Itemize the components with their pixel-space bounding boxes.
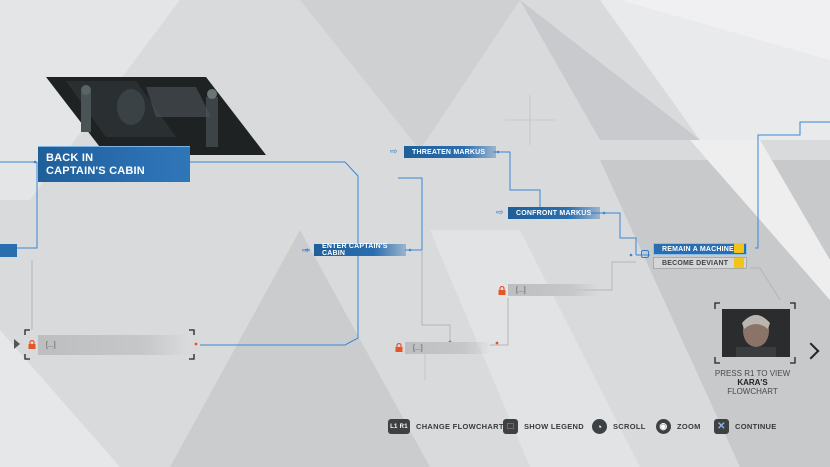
control-label: CHANGE FLOWCHART	[416, 422, 504, 431]
lock-icon	[28, 340, 36, 349]
node-back-in-captains-cabin[interactable]: BACK IN CAPTAIN'S CABIN	[38, 146, 190, 182]
prompt-line3: FLOWCHART	[727, 387, 778, 396]
unlock-badge-icon	[734, 258, 744, 268]
node-remain-a-machine[interactable]: REMAIN A MACHINE	[653, 243, 747, 255]
kara-portrait-image	[722, 309, 790, 357]
control-label: ZOOM	[677, 422, 701, 431]
left-stick-icon: ◔	[592, 419, 607, 434]
square-button-icon: □	[503, 419, 518, 434]
prompt-line1: PRESS R1 TO VIEW	[714, 369, 791, 378]
arrow-right-icon: ⇨	[496, 207, 504, 217]
locked-node-middle[interactable]: [...]	[508, 284, 598, 296]
right-stick-icon: ◉	[656, 419, 671, 434]
control-show-legend[interactable]: □ SHOW LEGEND	[503, 419, 584, 434]
control-zoom[interactable]: ◉ ZOOM	[656, 419, 701, 434]
node-label: ENTER CAPTAIN'S CABIN	[322, 243, 388, 257]
arrow-right-icon: ⇨	[390, 146, 398, 156]
locked-label: [...]	[413, 344, 423, 352]
node-label: BACK IN CAPTAIN'S CABIN	[46, 151, 145, 177]
control-label: SHOW LEGEND	[524, 422, 584, 431]
control-change-flowchart[interactable]: L1 R1 CHANGE FLOWCHART	[388, 419, 504, 434]
lock-icon	[498, 286, 506, 295]
node-threaten-markus[interactable]: THREATEN MARKUS	[404, 146, 496, 158]
control-continue[interactable]: ✕ CONTINUE	[714, 419, 777, 434]
locked-node-bottom[interactable]: [...]	[405, 342, 490, 354]
arrow-right-icon: ⇨	[302, 245, 310, 255]
control-label: SCROLL	[613, 422, 646, 431]
choice-icon	[641, 250, 649, 258]
cross-button-icon: ✕	[714, 419, 729, 434]
node-label: BECOME DEVIANT	[662, 259, 729, 267]
lock-icon	[395, 343, 403, 352]
chapter-thumbnail-image	[46, 77, 266, 155]
unlock-badge-icon	[734, 243, 744, 253]
node-label: REMAIN A MACHINE	[662, 245, 734, 253]
control-label: CONTINUE	[735, 422, 777, 431]
play-arrow-icon	[14, 339, 20, 349]
node-label: THREATEN MARKUS	[412, 148, 486, 156]
l1r1-button-icon: L1 R1	[388, 419, 410, 434]
prompt-line2: KARA'S	[737, 378, 768, 387]
locked-label: [...]	[46, 341, 56, 349]
locked-node-intro[interactable]: [...]	[38, 335, 188, 355]
node-label: CONFRONT MARKUS	[516, 209, 592, 217]
kara-flowchart-prompt[interactable]: PRESS R1 TO VIEW KARA'S FLOWCHART	[700, 369, 805, 396]
control-scroll[interactable]: ◔ SCROLL	[592, 419, 646, 434]
node-offscreen-left[interactable]	[0, 244, 17, 257]
locked-label: [...]	[516, 286, 526, 294]
node-confront-markus[interactable]: CONFRONT MARKUS	[508, 207, 600, 219]
node-become-deviant[interactable]: BECOME DEVIANT	[653, 257, 747, 269]
node-enter-captains-cabin[interactable]: ENTER CAPTAIN'S CABIN	[314, 243, 406, 257]
